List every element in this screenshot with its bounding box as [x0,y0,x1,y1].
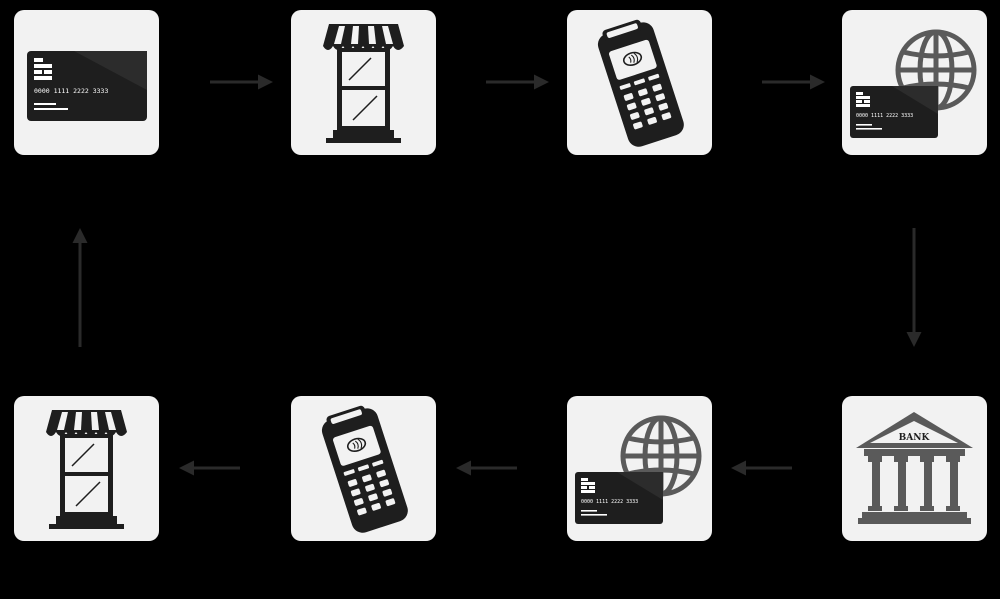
bank-label: BANK [899,433,931,443]
card-network-globe-icon: 0000 1111 2222 3333 [575,415,702,524]
card-terminal-icon [597,19,684,147]
node-card-network-return: 0000 1111 2222 3333 [567,396,712,541]
storefront-icon [323,24,404,143]
node-credit-card: 0000 1111 2222 3333 [14,10,159,155]
node-storefront [291,10,436,155]
credit-card-icon: 0000 1111 2222 3333 [27,51,147,121]
card-network-globe-icon: 0000 1111 2222 3333 [850,29,977,138]
card-number: 0000 1111 2222 3333 [856,113,913,119]
card-number: 0000 1111 2222 3333 [581,499,638,505]
node-card-terminal [567,10,712,155]
storefront-icon [46,410,127,529]
bank-icon: BANK [856,412,973,524]
node-card-terminal-return [291,396,436,541]
node-bank: BANK [842,396,987,541]
node-card-network: 0000 1111 2222 3333 [842,10,987,155]
card-number: 0000 1111 2222 3333 [34,87,108,95]
node-storefront-return [14,396,159,541]
card-terminal-icon [321,405,408,533]
